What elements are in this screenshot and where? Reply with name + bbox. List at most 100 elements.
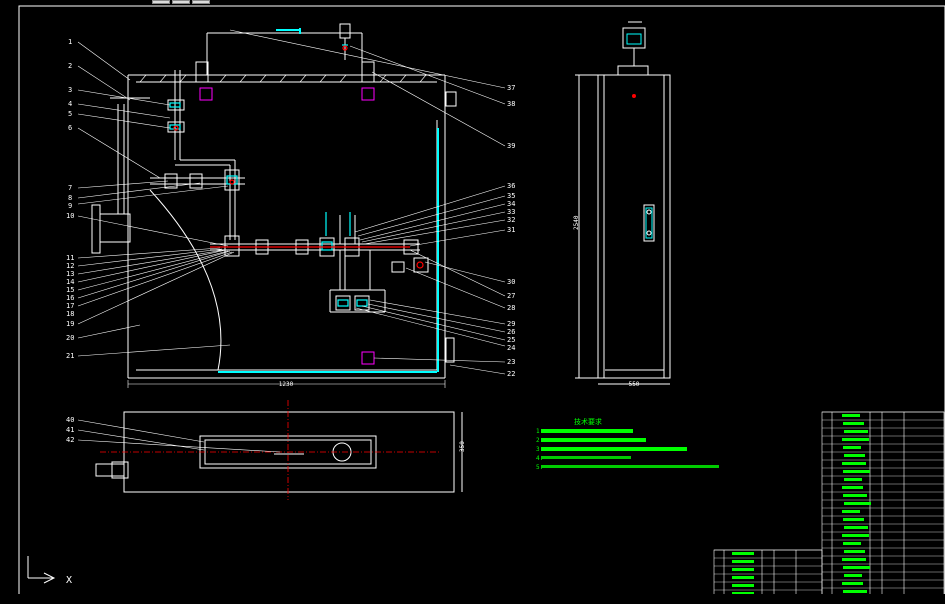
balloon-label: 12	[66, 262, 74, 270]
tech-line-5	[541, 465, 719, 468]
balloon-label: 32	[507, 216, 515, 224]
tech-item-number: 1.	[536, 428, 543, 435]
bom-cell-text	[843, 446, 861, 449]
balloon-label: 35	[507, 192, 515, 200]
bom-cell-text	[844, 478, 862, 481]
balloon-label: 40	[66, 416, 74, 424]
bom-cell-text	[844, 574, 862, 577]
tech-line-1	[541, 429, 633, 433]
balloon-label: 41	[66, 426, 74, 434]
width-dimension	[127, 380, 446, 388]
title-cell-text	[732, 576, 754, 579]
bom-cell-text	[842, 462, 866, 465]
title-cell-text	[732, 584, 754, 587]
balloon-label: 1	[68, 38, 72, 46]
balloon-label: 21	[66, 352, 74, 360]
balloon-label: 17	[66, 302, 74, 310]
balloon-label: 13	[66, 270, 74, 278]
balloons-right: 37 38 39 36 35 34 33 32 31 30 27 28 29 2…	[507, 84, 515, 378]
title-cell-text	[732, 568, 754, 571]
balloon-label: 27	[507, 292, 515, 300]
balloon-label: 22	[507, 370, 515, 378]
balloon-label: 25	[507, 336, 515, 344]
tech-item-number: 3.	[536, 446, 543, 453]
plan-balloons: 40 41 42	[66, 416, 74, 444]
balloon-label: 15	[66, 286, 74, 294]
balloon-label: 38	[507, 100, 515, 108]
bom-rows	[714, 411, 944, 595]
ribbon-tab[interactable]	[172, 0, 190, 4]
balloon-label: 11	[66, 254, 74, 262]
ribbon-tab-strip	[0, 0, 945, 4]
side-view-marker	[632, 94, 636, 98]
bom-cell-text	[843, 494, 867, 497]
dimension-height-label: 2540	[573, 215, 580, 230]
ribbon-tab[interactable]	[192, 0, 210, 4]
balloon-label: 31	[507, 226, 515, 234]
bom-cell-text	[842, 510, 860, 513]
balloon-label: 9	[68, 202, 72, 210]
command-line[interactable]	[0, 594, 945, 604]
balloon-label: 39	[507, 142, 515, 150]
balloon-label: 8	[68, 194, 72, 202]
bom-cell-text	[843, 470, 870, 473]
tech-requirements: 技术要求 1. 2. 3. 4. 5.	[536, 417, 719, 471]
plan-leaders	[77, 419, 281, 453]
dimension-side-label: 550	[629, 381, 640, 388]
balloon-label: 4	[68, 100, 72, 108]
leader-lines	[77, 29, 506, 375]
bom-cell-text	[843, 422, 864, 425]
bom-cell-text	[844, 430, 868, 433]
tech-item-number: 2.	[536, 437, 543, 444]
tech-item-number: 4.	[536, 455, 543, 462]
side-view-accents	[626, 33, 653, 239]
piping-red	[173, 45, 424, 269]
balloon-label: 34	[507, 200, 515, 208]
balloon-label: 5	[68, 110, 72, 118]
balloon-label: 3	[68, 86, 72, 94]
ucs-icon	[27, 556, 56, 584]
bom-cell-text	[842, 534, 869, 537]
balloon-label: 19	[66, 320, 74, 328]
bom-cell-text	[843, 566, 870, 569]
ribbon-tab[interactable]	[152, 0, 170, 4]
bom-cell-text	[842, 558, 866, 561]
title-cell-text	[732, 552, 754, 555]
balloon-label: 37	[507, 84, 515, 92]
balloon-label: 28	[507, 304, 515, 312]
balloon-label: 7	[68, 184, 72, 192]
balloon-label: 33	[507, 208, 515, 216]
balloon-label: 2	[68, 62, 72, 70]
balloon-label: 29	[507, 320, 515, 328]
balloon-label: 18	[66, 310, 74, 318]
title-cell-text	[732, 560, 754, 563]
balloon-label: 14	[66, 278, 74, 286]
balloon-label: 36	[507, 182, 515, 190]
side-view	[575, 21, 671, 385]
front-view	[127, 32, 446, 379]
tank-liner	[218, 28, 439, 373]
bom-cell-text	[844, 502, 871, 505]
dimension-width-label: 1230	[279, 381, 294, 388]
bom-cell-text	[843, 542, 861, 545]
balloon-label: 6	[68, 124, 72, 132]
bom-cell-text	[843, 518, 864, 521]
balloon-label: 20	[66, 334, 74, 342]
balloon-label: 10	[66, 212, 74, 220]
balloon-label: 30	[507, 278, 515, 286]
piping	[91, 23, 457, 363]
dimension-plan-label: 350	[459, 441, 466, 452]
bom-cell-text	[842, 414, 860, 417]
title-cell-text	[732, 592, 754, 595]
tech-line-2	[541, 438, 646, 442]
bom-cell-text	[842, 438, 869, 441]
tech-line-3	[541, 447, 687, 451]
tech-item-number: 5.	[536, 464, 543, 471]
bom-cell-text	[843, 590, 867, 593]
tech-requirements-title: 技术要求	[574, 417, 602, 426]
balloons-left: 1 2 3 4 5 6 7 8 9 10 11 12 13 14 15 16 1…	[66, 38, 74, 360]
bom-cell-text	[844, 526, 868, 529]
bom-cell-text	[844, 454, 865, 457]
